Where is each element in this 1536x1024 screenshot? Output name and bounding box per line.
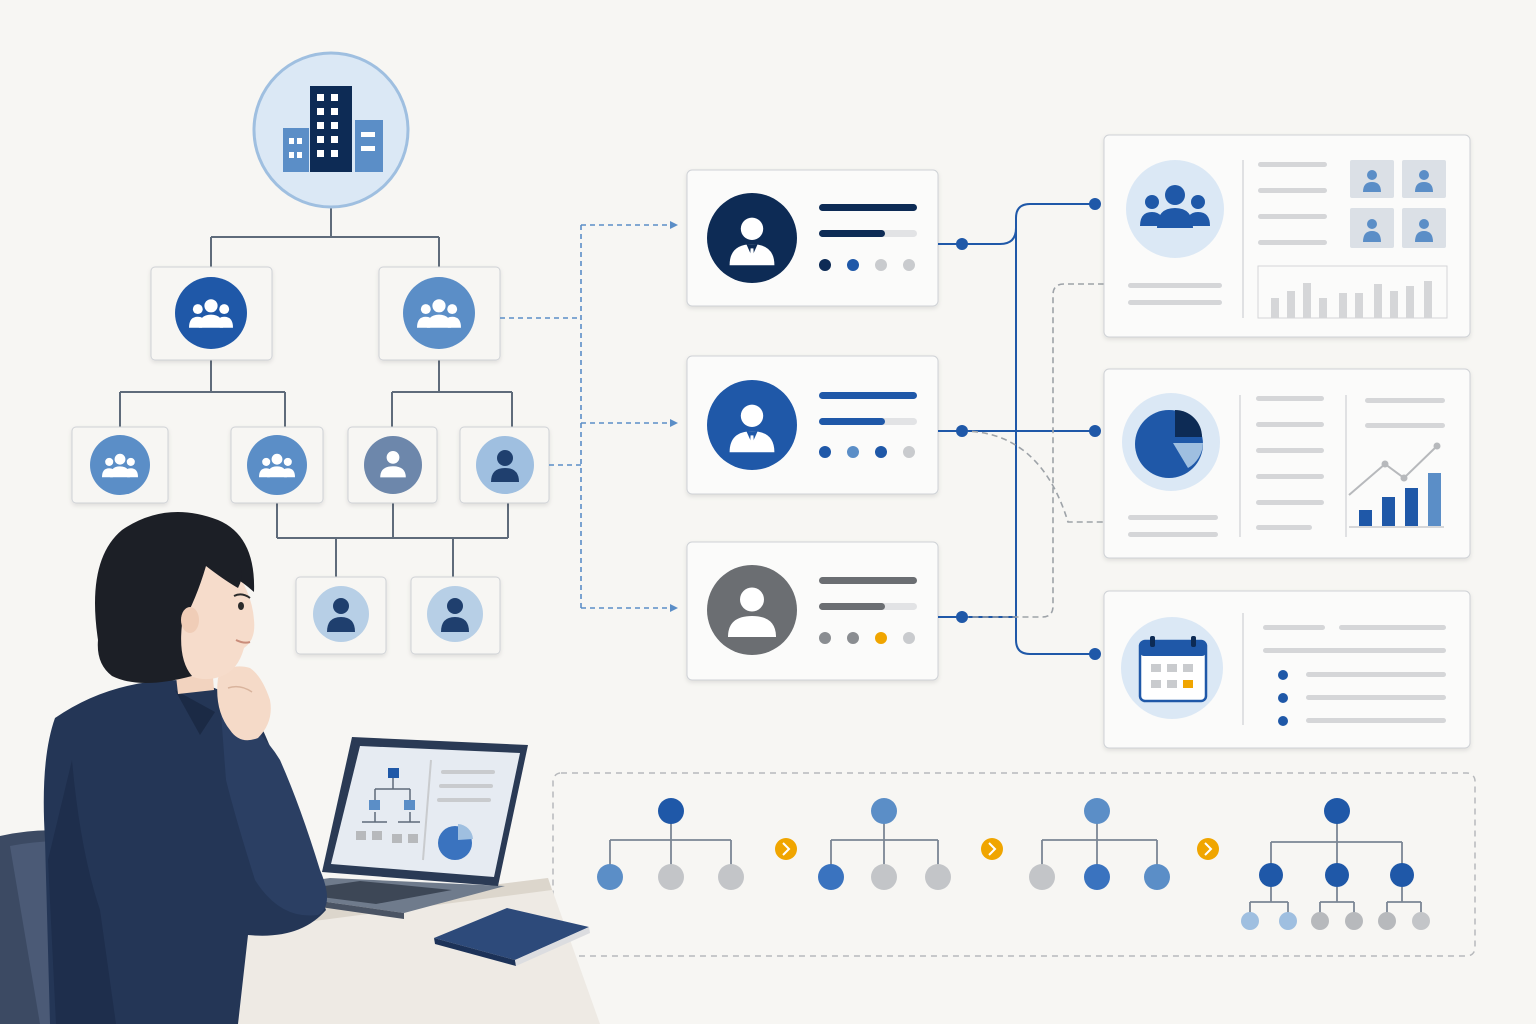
profile-name-line	[819, 392, 917, 399]
structure-evolution-panel	[552, 772, 1476, 957]
team-icon	[1140, 185, 1210, 228]
hierarchy-stage-2	[830, 811, 939, 876]
trend-bar-chart	[1348, 442, 1444, 528]
status-dots	[819, 259, 915, 271]
stage-arrow	[1197, 838, 1219, 860]
org-node-team-2[interactable]	[230, 426, 324, 504]
person	[43, 512, 328, 1024]
person-icon	[327, 598, 355, 632]
org-chart-connectors	[119, 206, 513, 577]
pie-chart-icon	[1135, 410, 1203, 478]
detail-panel-team[interactable]	[1103, 134, 1471, 338]
calendar-icon	[1138, 636, 1208, 703]
org-node-department-1[interactable]	[150, 266, 273, 361]
detail-panel-schedule[interactable]	[1103, 590, 1471, 749]
dashed-link-connectors	[500, 224, 672, 609]
profile-progress	[819, 603, 885, 610]
profile-progress	[819, 230, 885, 237]
person-icon	[491, 450, 519, 482]
org-node-department-2[interactable]	[378, 266, 501, 361]
hierarchy-stage-4	[1249, 811, 1422, 920]
detail-lines	[1258, 162, 1327, 245]
profile-card-2[interactable]	[686, 355, 939, 495]
org-node-member-3[interactable]	[295, 576, 387, 655]
org-node-member-4[interactable]	[410, 576, 501, 655]
profile-name-line	[819, 204, 917, 211]
org-chart-icon	[356, 768, 420, 843]
detail-lines	[1256, 396, 1324, 530]
profile-card-1[interactable]	[686, 169, 939, 307]
hierarchy-icon	[871, 798, 897, 824]
hierarchy-icon	[1084, 798, 1110, 824]
org-node-team-1[interactable]	[71, 426, 169, 504]
person-icon	[441, 598, 469, 632]
notebook	[434, 908, 590, 966]
bullet-list	[1278, 670, 1446, 726]
org-node-member-2[interactable]	[459, 426, 550, 504]
status-dots	[819, 446, 915, 458]
profile-name-line	[819, 577, 917, 584]
dashed-gray-connectors	[961, 283, 1104, 618]
org-node-member-1[interactable]	[347, 426, 438, 504]
hierarchy-icon	[658, 798, 684, 824]
stage-arrow	[981, 838, 1003, 860]
detail-panel-analytics[interactable]	[1103, 368, 1471, 559]
person-at-laptop-illustration	[0, 512, 600, 1024]
solid-link-connectors	[938, 203, 1095, 655]
profile-progress	[819, 418, 885, 425]
stage-arrow	[775, 838, 797, 860]
hierarchy-stage-3	[1041, 811, 1158, 876]
hierarchy-stage-1	[609, 811, 732, 876]
member-grid	[1350, 160, 1446, 248]
arrowheads	[670, 221, 678, 612]
connector-nodes	[956, 198, 1101, 660]
pie-chart-icon	[438, 824, 473, 860]
laptop	[244, 737, 528, 919]
bar-sparkline	[1257, 265, 1448, 319]
profile-card-3[interactable]	[686, 541, 939, 681]
hierarchy-icon	[1324, 798, 1350, 824]
building-icon	[283, 86, 383, 172]
status-dots	[819, 632, 915, 644]
org-root-node[interactable]	[252, 51, 410, 209]
